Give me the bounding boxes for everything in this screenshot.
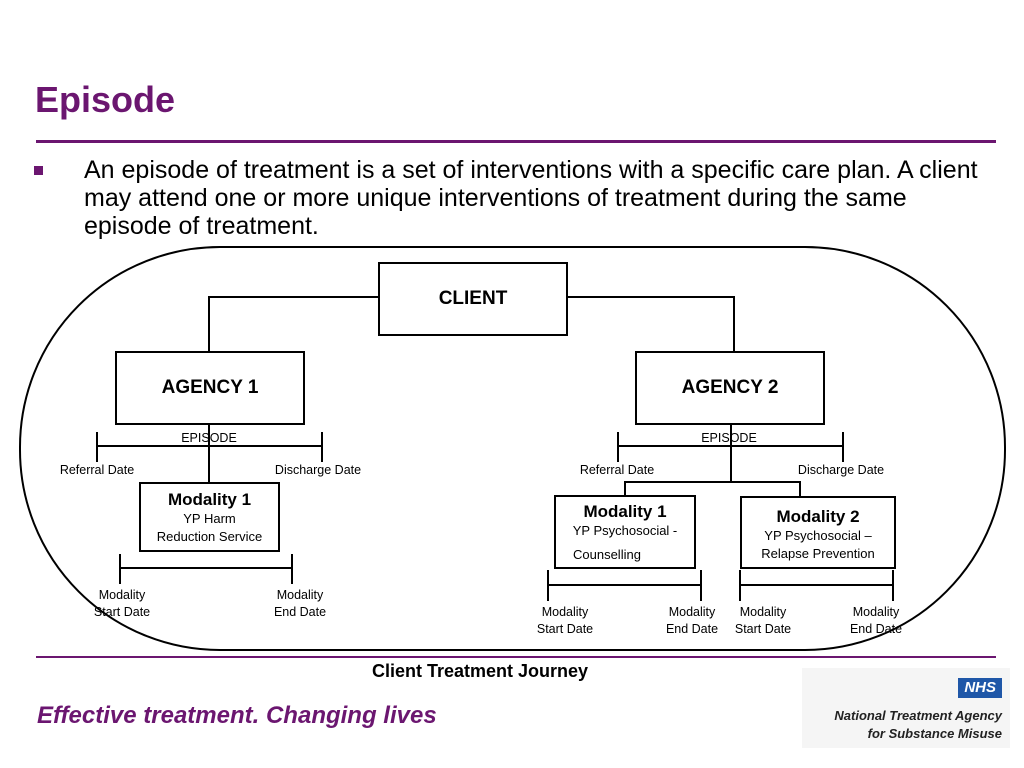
agency1-modality1-box: Modality 1 YP Harm Reduction Service <box>139 482 280 552</box>
modality-title: Modality 1 <box>583 502 667 521</box>
agency2-label: AGENCY 2 <box>681 377 779 398</box>
episode2-referral-label: Referral Date <box>579 463 655 477</box>
title-divider <box>36 140 996 143</box>
modality-title: Modality 1 <box>167 490 252 509</box>
modality-desc-line1: YP Psychosocial – <box>764 528 872 543</box>
modality-end-line2: End Date <box>273 605 327 619</box>
nhs-logo-icon: NHS <box>958 678 1002 698</box>
episode2-discharge-label: Discharge Date <box>797 463 885 477</box>
modality-desc-line2: Relapse Prevention <box>761 546 875 561</box>
bullet-square-icon <box>34 166 43 175</box>
modality-start-line1: Modality <box>98 588 146 602</box>
modality-end-line2: End Date <box>849 622 903 636</box>
modality-start-line1: Modality <box>739 605 787 619</box>
modality-desc-line2: Reduction Service <box>156 529 263 544</box>
agency2-modality2-box: Modality 2 YP Psychosocial – Relapse Pre… <box>740 496 896 569</box>
episode1-discharge-label: Discharge Date <box>274 463 362 477</box>
diagram-caption: Client Treatment Journey <box>371 661 589 681</box>
modality-desc-line1: YP Psychosocial - <box>572 523 678 538</box>
modality-end-line1: Modality <box>852 605 900 619</box>
modality-start-line2: Start Date <box>536 622 594 636</box>
modality-desc-line1: YP Harm <box>183 511 236 526</box>
episode2-label: EPISODE <box>701 431 757 445</box>
modality-start-line2: Start Date <box>734 622 792 636</box>
agency2-modality1-box: Modality 1 YP Psychosocial - Counselling <box>554 495 696 569</box>
modality-start-line2: Start Date <box>93 605 151 619</box>
modality-desc-line2: Counselling <box>573 547 641 562</box>
nta-logo: NHS National Treatment Agency for Substa… <box>802 668 1010 748</box>
agency1-label: AGENCY 1 <box>161 377 259 398</box>
agency2-branch <box>624 481 801 496</box>
bullet-text: An episode of treatment is a set of inte… <box>84 156 978 240</box>
episode1-referral-label: Referral Date <box>59 463 135 477</box>
footer-tagline: Effective treatment. Changing lives <box>37 702 437 729</box>
connector-client-agency2 <box>567 296 735 352</box>
org-name-line1: National Treatment Agency <box>834 708 1002 723</box>
client-label: CLIENT <box>438 288 508 309</box>
modality-end-line1: Modality <box>668 605 716 619</box>
footer-divider <box>36 656 996 658</box>
org-name-line2: for Substance Misuse <box>867 726 1002 741</box>
journey-enclosure <box>19 246 1006 651</box>
modality-end-line1: Modality <box>276 588 324 602</box>
page-title: Episode <box>35 79 176 120</box>
client-box: CLIENT <box>378 262 568 336</box>
modality-start-line1: Modality <box>541 605 589 619</box>
modality-title: Modality 2 <box>776 507 860 526</box>
episode1-label: EPISODE <box>181 431 237 445</box>
agency1-box: AGENCY 1 <box>115 351 305 425</box>
modality-end-line2: End Date <box>665 622 719 636</box>
connector-client-agency1 <box>208 296 379 352</box>
agency2-box: AGENCY 2 <box>635 351 825 425</box>
